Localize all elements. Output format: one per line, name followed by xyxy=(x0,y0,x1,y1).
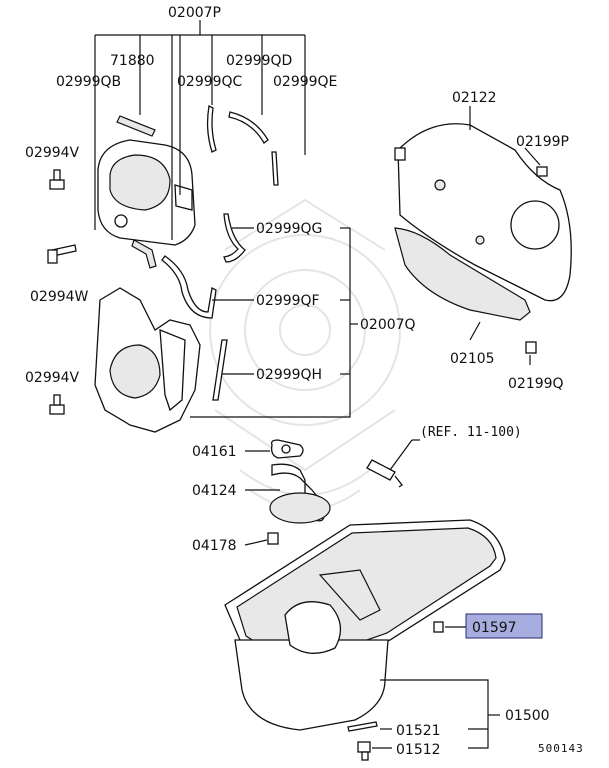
callout-02105[interactable]: 02105 xyxy=(450,351,495,367)
callout-02999QG[interactable]: 02999QG xyxy=(256,221,322,237)
callout-02999QF[interactable]: 02999QF xyxy=(256,293,320,309)
diagram-id: 500143 xyxy=(538,742,584,755)
bolt-02994W xyxy=(47,244,77,264)
callout-04124[interactable]: 04124 xyxy=(192,483,237,499)
ref-note[interactable]: (REF. 11-100) xyxy=(420,425,522,440)
seal-02999QD xyxy=(228,111,269,144)
bolt-02994V-bottom xyxy=(49,394,65,415)
callout-01500[interactable]: 01500 xyxy=(505,708,550,724)
leader-02007Q xyxy=(190,227,358,418)
gasket-01521 xyxy=(347,721,378,732)
watermark-emblem xyxy=(209,198,401,511)
callout-02999QH[interactable]: 02999QH xyxy=(256,367,322,383)
lower-timing-cover xyxy=(94,287,201,433)
cover-02105 xyxy=(394,227,531,321)
callout-01521[interactable]: 01521 xyxy=(396,723,441,739)
callout-01597[interactable]: 01597 xyxy=(472,620,517,636)
seal-02999QH xyxy=(212,339,228,401)
seal-02999QF xyxy=(161,255,217,319)
bolt-02199Q xyxy=(525,341,537,354)
seal-71880 xyxy=(116,115,156,137)
bolt-02199P xyxy=(536,166,548,177)
bolt-02994V-top xyxy=(49,169,65,190)
sealant-tube xyxy=(366,459,403,488)
callout-02999QC[interactable]: 02999QC xyxy=(177,74,243,90)
bolt-04178 xyxy=(267,532,279,545)
gasket-04161 xyxy=(270,439,304,459)
callout-02199P[interactable]: 02199P xyxy=(516,134,569,150)
bolt-01597 xyxy=(433,621,466,633)
drain-plug-01512 xyxy=(357,741,371,761)
callout-04161[interactable]: 04161 xyxy=(192,444,237,460)
leaders-strainer xyxy=(244,450,280,546)
callout-02007Q[interactable]: 02007Q xyxy=(360,317,416,333)
highlight-box-01597 xyxy=(465,613,543,639)
callout-02994W[interactable]: 02994W xyxy=(30,289,89,305)
callout-02199Q[interactable]: 02199Q xyxy=(508,376,564,392)
seal-02999QE xyxy=(271,151,279,186)
upper-timing-cover xyxy=(97,139,196,246)
leader-02007P xyxy=(94,20,306,240)
callout-02994V-bottom[interactable]: 02994V xyxy=(25,370,80,386)
callout-04178[interactable]: 04178 xyxy=(192,538,237,554)
oil-pan-01500 xyxy=(224,519,506,731)
callout-02122[interactable]: 02122 xyxy=(452,90,497,106)
seal-02999QC xyxy=(206,105,217,153)
seal-02999QB xyxy=(131,239,157,269)
leaders-right xyxy=(469,106,541,365)
callout-02994V-top[interactable]: 02994V xyxy=(25,145,80,161)
callout-02007P[interactable]: 02007P xyxy=(168,5,221,21)
callout-02999QE[interactable]: 02999QE xyxy=(273,74,337,90)
callout-02999QD[interactable]: 02999QD xyxy=(226,53,292,69)
callout-01512[interactable]: 01512 xyxy=(396,742,441,758)
separator-plate-02122 xyxy=(394,123,572,302)
leaders-pan xyxy=(372,679,500,749)
callout-02999QB[interactable]: 02999QB xyxy=(56,74,121,90)
leader-ref xyxy=(389,439,420,471)
seal-02999QG xyxy=(223,213,246,263)
strainer-04124 xyxy=(269,463,331,524)
callout-71880[interactable]: 71880 xyxy=(110,53,155,69)
